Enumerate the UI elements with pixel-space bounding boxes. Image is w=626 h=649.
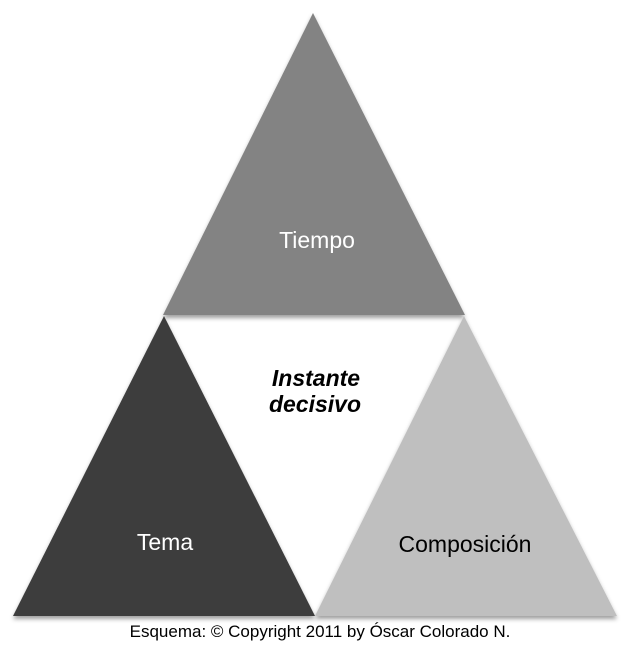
copyright-caption: Esquema: © Copyright 2011 by Óscar Color…: [130, 622, 511, 641]
composicion-label: Composición: [399, 531, 532, 557]
tema-triangle: [13, 316, 315, 616]
center-label-line1: Instante: [272, 365, 360, 391]
composicion-triangle: [315, 316, 617, 616]
center-label-line2: decisivo: [269, 391, 361, 417]
tiempo-label: Tiempo: [279, 227, 355, 253]
tema-label: Tema: [137, 529, 193, 555]
tiempo-triangle: [163, 13, 465, 315]
